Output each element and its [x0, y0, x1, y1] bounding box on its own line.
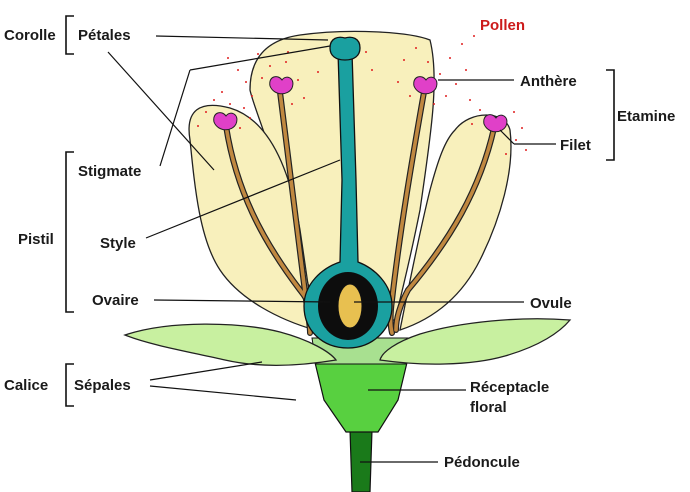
label-calice: Calice	[4, 377, 48, 394]
ovule	[337, 283, 363, 329]
label-petales: Pétales	[78, 27, 131, 44]
anthers	[213, 76, 508, 133]
label-filet: Filet	[560, 137, 591, 154]
label-pollen: Pollen	[480, 17, 525, 34]
pistil	[303, 51, 393, 349]
label-stigmate: Stigmate	[78, 163, 141, 180]
label-ovaire: Ovaire	[92, 292, 139, 309]
label-style: Style	[100, 235, 136, 252]
peduncle	[349, 429, 373, 492]
sepal-right	[379, 318, 572, 365]
label-sepales: Sépales	[74, 377, 131, 394]
leader-lines	[107, 35, 556, 463]
label-pistil: Pistil	[18, 231, 54, 248]
sepal-left	[123, 323, 338, 366]
label-pedoncule: Pédoncule	[444, 454, 520, 471]
stigma	[329, 36, 361, 61]
label-corolle: Corolle	[4, 27, 56, 44]
label-anthere: Anthère	[520, 73, 577, 90]
label-etamine: Etamine	[617, 108, 675, 125]
pollen-dots	[197, 35, 527, 155]
label-receptacle-line1: Réceptacle	[470, 379, 549, 396]
label-ovule: Ovule	[530, 295, 572, 312]
brackets	[65, 15, 615, 407]
label-receptacle-line2: floral	[470, 399, 507, 416]
